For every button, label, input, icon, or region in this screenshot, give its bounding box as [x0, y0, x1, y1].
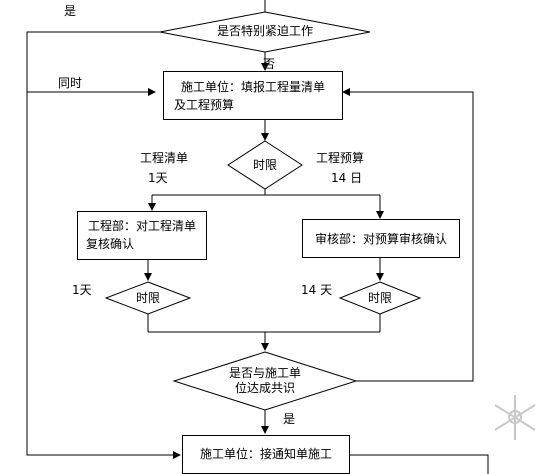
decision-consensus-line-2: 位达成共识 — [234, 381, 295, 395]
label-simultaneous: 同时 — [58, 76, 83, 90]
decision-time-left-text: 时限 — [135, 291, 160, 305]
decision-consensus-line-1: 是否与施工单 — [228, 366, 301, 380]
box-audit-text: 审核部：对预算审核确认 — [314, 232, 447, 246]
decision-time-right-text: 时限 — [367, 291, 392, 305]
label-left-days: 1天 — [72, 283, 92, 297]
label-yes-top: 是 — [64, 4, 77, 18]
label-no: 否 — [263, 57, 276, 71]
box-fill-line-1: 施工单位：填报工程量清单 — [180, 80, 325, 94]
watermark-logo — [494, 395, 536, 440]
decision-time-top-text: 时限 — [252, 158, 277, 172]
loop-back-line — [342, 88, 474, 382]
box-fill-quantities: 施工单位：填报工程量清单 及工程预算 — [163, 71, 343, 120]
decision-urgent-text: 是否特别紧迫工作 — [216, 24, 313, 38]
box-audit-review: 审核部：对预算审核确认 — [302, 219, 460, 258]
label-right-days: 14 天 — [301, 283, 333, 297]
decision-time-left: 时限 — [106, 291, 190, 306]
label-list: 工程清单 — [140, 151, 189, 165]
label-list-days: 1天 — [148, 171, 168, 185]
box-construct: 施工单位：接通知单施工 — [182, 435, 350, 474]
exit-line — [350, 454, 489, 474]
box-engineering-line-1: 工程部：对工程清单 — [87, 219, 196, 233]
label-yes-bottom: 是 — [283, 412, 296, 426]
box-engineering-review: 工程部：对工程清单 复核确认 — [77, 211, 207, 260]
box-construct-text: 施工单位：接通知单施工 — [199, 447, 332, 461]
decision-consensus: 是否与施工单 位达成共识 — [174, 366, 356, 396]
box-fill-line-2: 及工程预算 — [174, 98, 235, 112]
decision-time-right: 时限 — [340, 291, 420, 306]
box-engineering-line-2: 复核确认 — [86, 237, 135, 251]
decision-time-top: 时限 — [228, 158, 302, 173]
label-budget: 工程预算 — [316, 151, 365, 165]
yes-branch-line — [26, 31, 181, 459]
label-budget-days: 14 日 — [331, 171, 363, 185]
decision-urgent: 是否特别紧迫工作 — [160, 24, 370, 39]
